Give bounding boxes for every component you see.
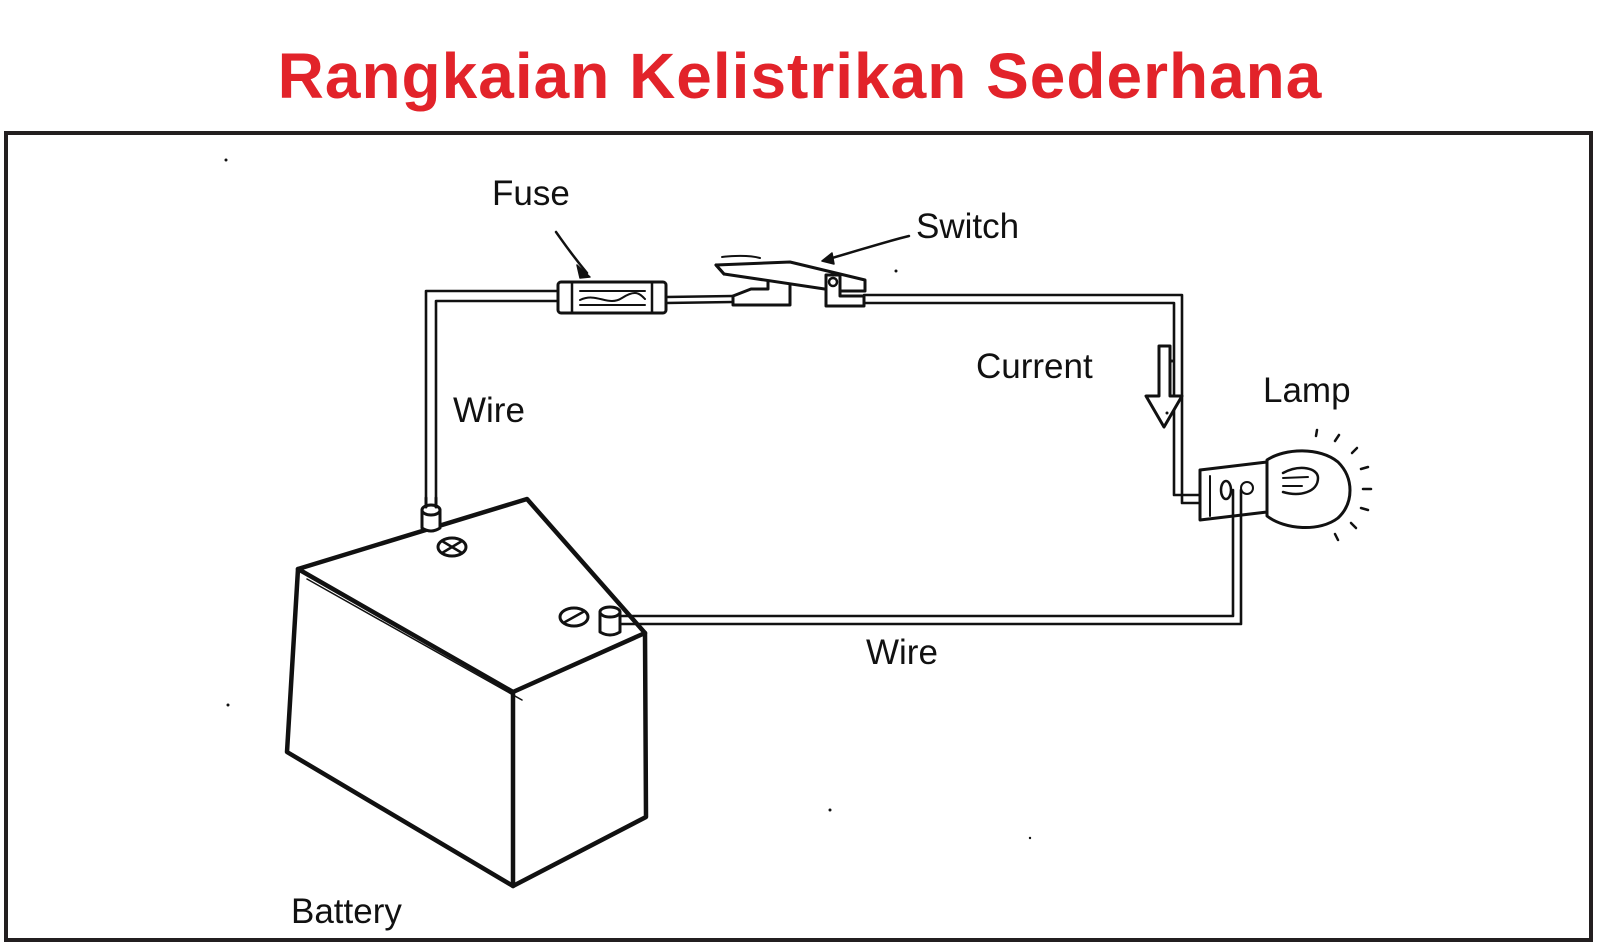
lamp-label: Lamp <box>1263 371 1351 410</box>
current-arrow-icon <box>1144 344 1184 429</box>
lamp-bulb-icon <box>1265 449 1352 530</box>
fuse <box>556 280 668 315</box>
negative-terminal <box>558 605 622 637</box>
switch-label: Switch <box>916 207 1019 246</box>
page-title: Rangkaian Kelistrikan Sederhana <box>277 40 1323 112</box>
fuse-label: Fuse <box>492 174 570 213</box>
wire-top <box>424 289 1202 505</box>
switch <box>714 254 867 308</box>
positive-terminal <box>420 496 442 533</box>
wire-bottom-label: Wire <box>866 633 938 672</box>
vent-cap-icon <box>436 536 468 558</box>
switch-leader-arrow <box>821 252 835 265</box>
wire-bottom <box>618 488 1243 626</box>
battery-label: Battery <box>291 892 402 931</box>
wire-top-label: Wire <box>453 391 525 430</box>
print-specks <box>224 158 1174 840</box>
fuse-leader-arrow <box>576 264 591 279</box>
current-label: Current <box>976 347 1093 386</box>
switch-leader-line <box>830 234 911 260</box>
fuse-leader-line <box>554 230 589 275</box>
battery <box>284 496 649 889</box>
light-rays <box>1314 428 1373 542</box>
